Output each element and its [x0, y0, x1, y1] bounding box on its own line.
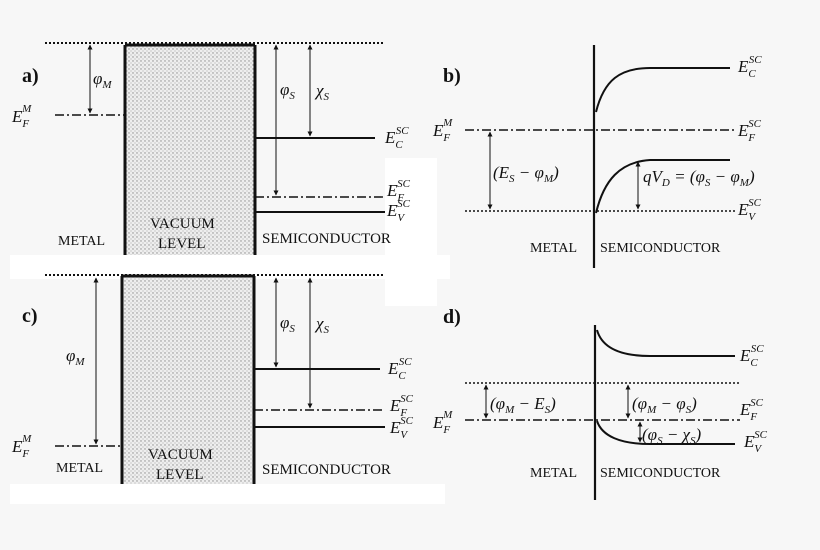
panel-b: b) EFM ECSC EFSC EVSC (ES − φM) qVD = (φ… — [432, 45, 762, 268]
ec-sc-c: ECSC — [387, 356, 412, 382]
panel-a-right-block — [385, 158, 437, 306]
ec-sc-b: ECSC — [737, 54, 762, 80]
semiconductor-label-b: SEMICONDUCTOR — [600, 241, 721, 256]
phi-s-a: φS — [280, 80, 295, 102]
chi-s-a: χS — [314, 81, 329, 103]
ev-sc-a: EVSC — [386, 198, 411, 224]
vacuum-label-a-2: LEVEL — [158, 236, 205, 252]
valence-band-b — [595, 159, 730, 214]
metal-label-c: METAL — [56, 461, 103, 476]
semiconductor-label-d: SEMICONDUCTOR — [600, 466, 721, 481]
ef-sc-a: EFSC — [386, 178, 411, 204]
panel-a-label: a) — [22, 65, 39, 87]
annotation-phis-chis: (φS − χS) — [642, 425, 702, 447]
valence-band-d — [596, 420, 735, 445]
semiconductor-label-c: SEMICONDUCTOR — [262, 462, 391, 478]
ef-sc-c: EFSC — [389, 393, 414, 419]
panel-d-label: d) — [443, 306, 461, 328]
ef-m-d: EFM — [432, 409, 453, 436]
vacuum-label-c-2: LEVEL — [156, 467, 203, 483]
annotation-es-phim: (ES − φM) — [493, 163, 559, 185]
ec-sc-a: ECSC — [384, 125, 409, 151]
ef-sc-b: EFSC — [737, 118, 762, 144]
vacuum-block-a — [125, 45, 255, 255]
ef-m-c: EFM — [11, 433, 32, 460]
semiconductor-label-a: SEMICONDUCTOR — [262, 231, 391, 247]
conduction-band-d — [596, 329, 735, 357]
annotation-phim-es: (φM − ES) — [490, 394, 556, 416]
vacuum-block-c — [122, 276, 254, 484]
panel-c-bottom-band — [10, 484, 445, 504]
panel-a: a) φM EFM φS χS ECSC EFSC EVSC METAL VAC… — [11, 42, 411, 255]
panel-c: c) φM EFM φS χS ECSC EFSC EVSC METAL VAC… — [11, 274, 414, 484]
panel-d: d) EFM ECSC EFSC EVSC (φM − ES) (φM − φS… — [432, 306, 768, 500]
chi-s-c: χS — [314, 314, 329, 336]
phi-m-a: φM — [93, 69, 112, 91]
ev-sc-d: EVSC — [743, 429, 768, 455]
ef-sc-d: EFSC — [739, 397, 764, 423]
phi-m-c: φM — [66, 346, 85, 368]
annotation-phim-phis: (φM − φS) — [632, 394, 697, 416]
conduction-band-b — [595, 67, 730, 113]
ev-sc-b: EVSC — [737, 197, 762, 223]
ec-sc-d: ECSC — [739, 343, 764, 369]
metal-label-d: METAL — [530, 466, 577, 481]
ef-m-b: EFM — [432, 117, 453, 144]
panel-c-label: c) — [22, 305, 38, 327]
panel-b-label: b) — [443, 65, 461, 87]
metal-label-a: METAL — [58, 234, 105, 249]
vacuum-label-c-1: VACUUM — [148, 447, 213, 463]
vacuum-label-a-1: VACUUM — [150, 216, 215, 232]
metal-label-b: METAL — [530, 241, 577, 256]
ev-sc-c: EVSC — [389, 415, 414, 441]
annotation-qvd: qVD = (φS − φM) — [643, 167, 755, 189]
ef-m-a: EFM — [11, 103, 32, 130]
phi-s-c: φS — [280, 313, 295, 335]
